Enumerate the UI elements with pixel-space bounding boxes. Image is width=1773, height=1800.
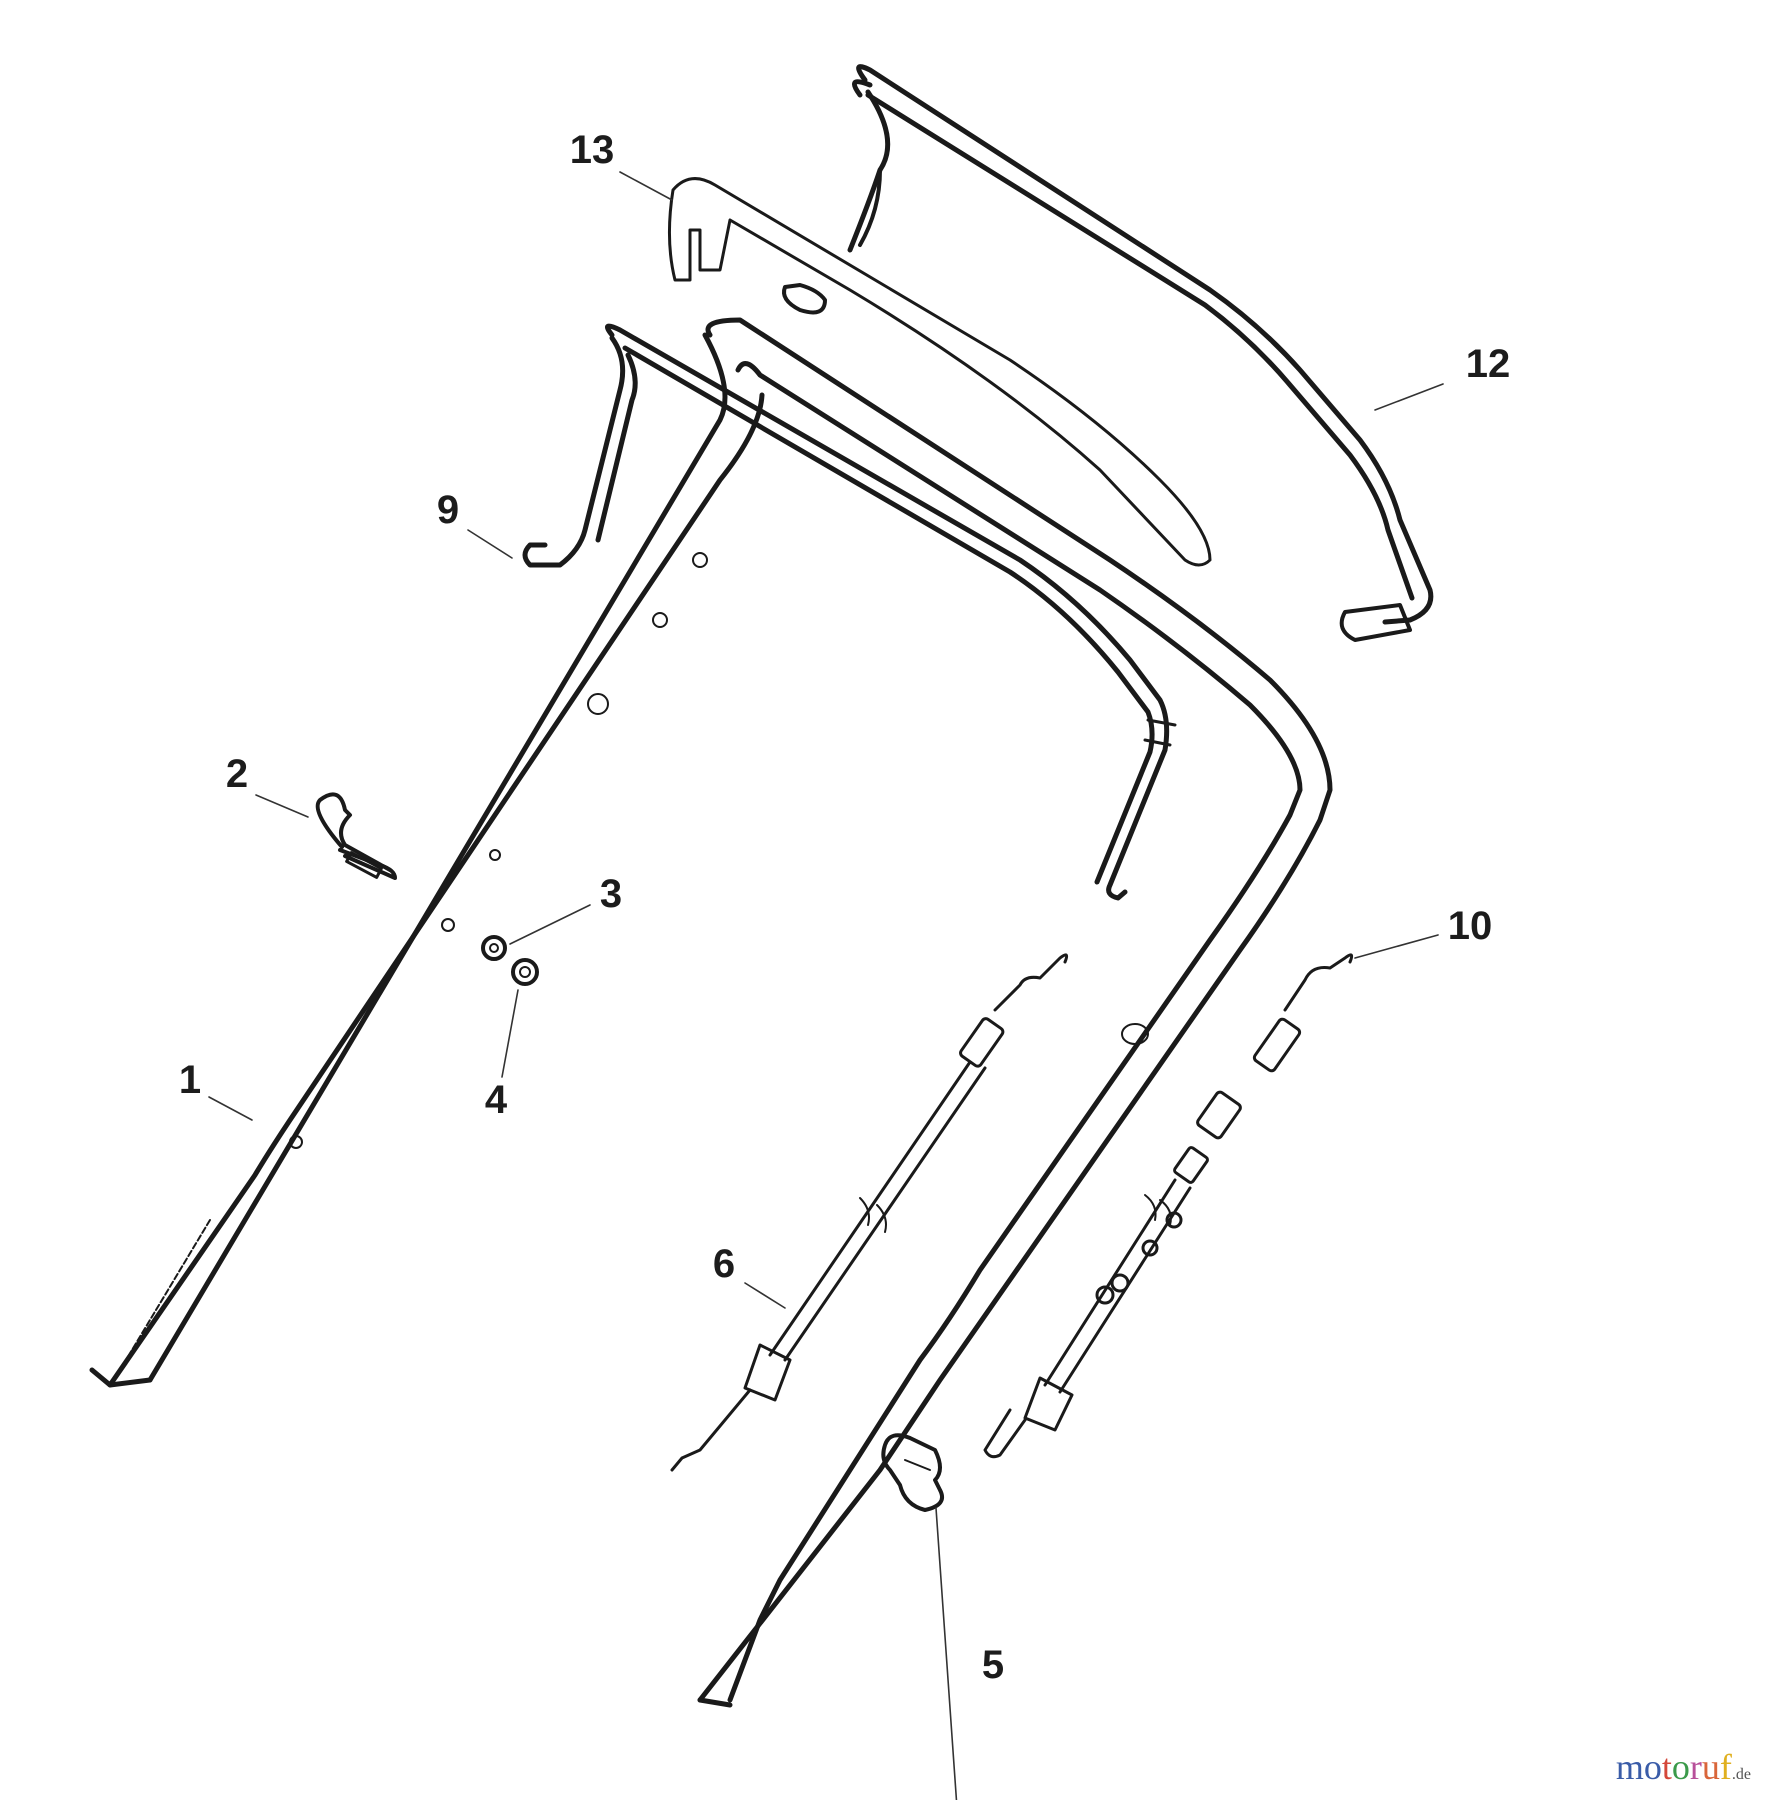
part-12-bail	[847, 64, 1434, 642]
part-label-6: 6	[712, 1242, 736, 1286]
leader-lines	[208, 171, 1444, 1800]
part-label-5: 5	[981, 1643, 1005, 1687]
part-label-9: 9	[436, 488, 460, 532]
watermark-suffix: .de	[1731, 1766, 1751, 1783]
part-label-1: 1	[178, 1058, 202, 1102]
part-10-cable	[983, 953, 1354, 1459]
part-6-cable	[670, 953, 1069, 1472]
watermark-letter: o	[1643, 1747, 1662, 1787]
part-label-10: 10	[1447, 904, 1493, 948]
watermark-letter: r	[1689, 1747, 1702, 1787]
right-handle-tube	[697, 317, 1333, 1708]
part-3-washer	[481, 935, 507, 961]
part-13-cover	[667, 177, 1212, 567]
watermark-logo: motoruf.de	[1616, 1746, 1751, 1788]
watermark-letter: f	[1719, 1747, 1732, 1787]
watermark-letter: t	[1661, 1747, 1672, 1787]
watermark-letter: u	[1701, 1747, 1720, 1787]
watermark-letter: m	[1615, 1747, 1644, 1787]
part-1-left-handle	[89, 332, 765, 1388]
part-label-12: 12	[1465, 342, 1511, 386]
part-label-13: 13	[569, 128, 615, 172]
watermark-letter: o	[1671, 1747, 1690, 1787]
part-4-nut	[511, 958, 539, 986]
part-label-4: 4	[484, 1078, 508, 1122]
part-label-2: 2	[225, 752, 249, 796]
part-2-hook-bolt	[315, 792, 397, 880]
part-label-3: 3	[599, 872, 623, 916]
part-5-clip	[881, 1433, 945, 1512]
part-9-bail	[522, 323, 1177, 901]
